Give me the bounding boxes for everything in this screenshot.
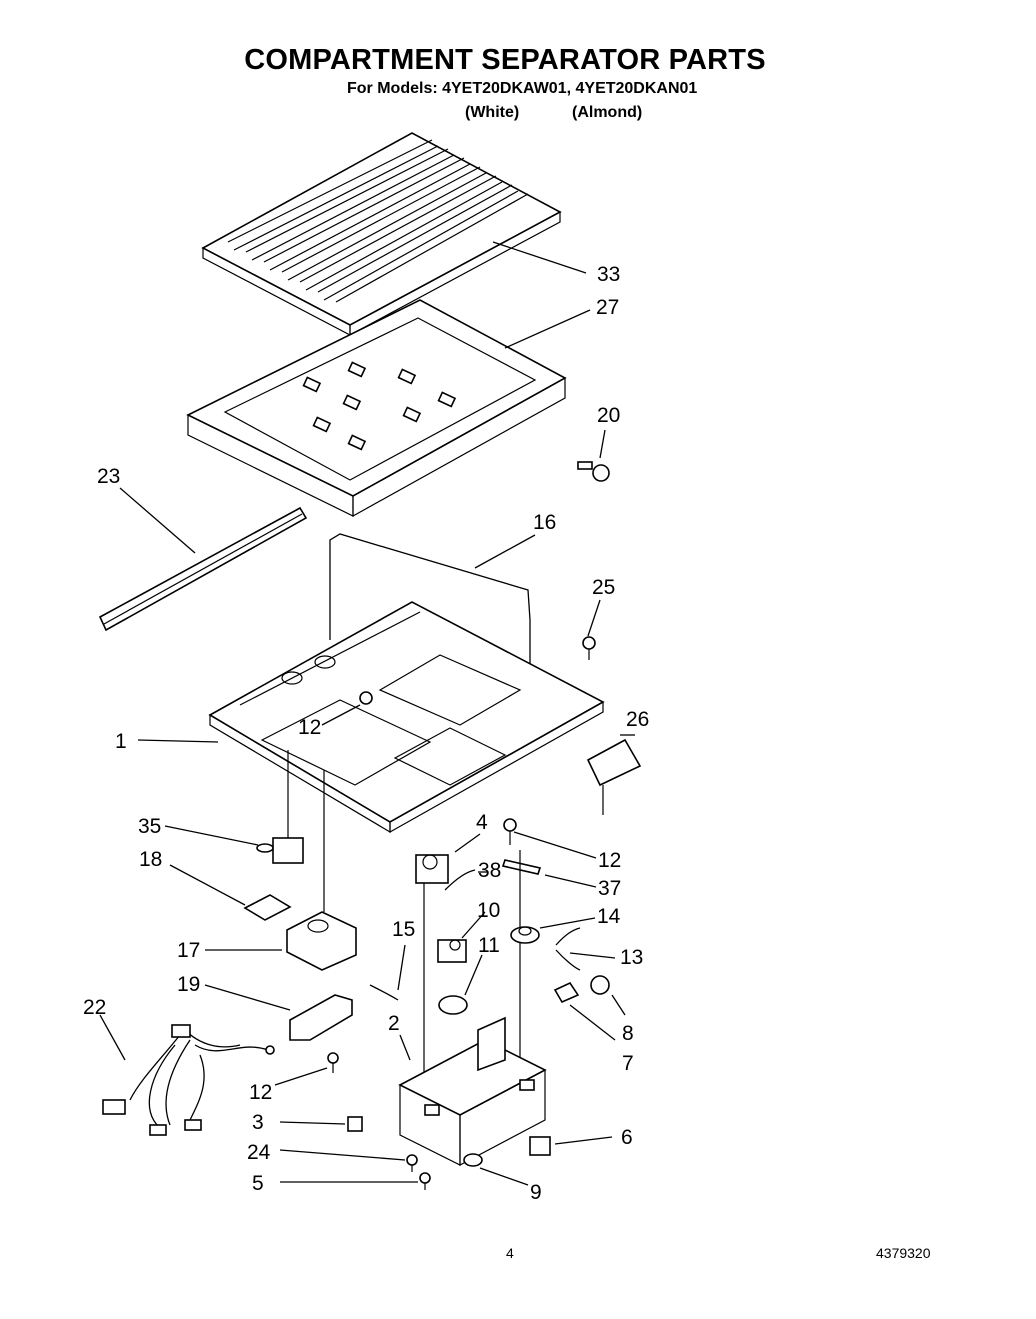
callout-37: 37	[598, 877, 621, 900]
callout-9: 9	[530, 1181, 542, 1204]
part-27-separator-frame	[186, 299, 567, 518]
part-2-bracket	[398, 1016, 547, 1166]
variant-almond: (Almond)	[572, 104, 643, 121]
part-23-strip	[98, 506, 308, 632]
part-10-thermostat	[437, 939, 467, 963]
callout-25: 25	[592, 576, 615, 599]
callout-11: 11	[478, 934, 500, 957]
part-8-bulb	[590, 975, 610, 995]
callout-38: 38	[478, 859, 501, 882]
callout-10: 10	[477, 899, 500, 922]
callout-13: 13	[620, 946, 643, 969]
callout-12-mid: 12	[598, 849, 621, 872]
models-line: For Models: 4YET20DKAW01, 4YET20DKAN01	[347, 80, 698, 97]
callout-4: 4	[476, 811, 488, 834]
part-20-clip	[577, 461, 610, 482]
part-4-housing	[415, 854, 449, 1080]
part-3-clip	[347, 1116, 363, 1132]
callout-17: 17	[177, 939, 200, 962]
callout-35: 35	[138, 815, 161, 838]
callout-12-lower: 12	[249, 1081, 272, 1104]
part-18-bracket	[243, 894, 292, 921]
callout-23: 23	[97, 465, 120, 488]
page-title: COMPARTMENT SEPARATOR PARTS	[244, 44, 766, 76]
callout-18: 18	[139, 848, 162, 871]
document-number: 4379320	[876, 1245, 931, 1261]
callout-5: 5	[252, 1172, 264, 1195]
part-35-connector	[256, 750, 304, 864]
callout-7: 7	[622, 1052, 634, 1075]
part-13-socket	[555, 927, 581, 971]
callout-6: 6	[621, 1126, 633, 1149]
part-22-wiring-harness	[102, 1024, 275, 1136]
part-17-housing	[286, 770, 357, 971]
part-33-grille	[201, 132, 562, 337]
callout-12-upper: 12	[298, 716, 321, 739]
part-24-screw	[406, 1154, 418, 1172]
variant-white: (White)	[465, 104, 520, 121]
callout-27: 27	[596, 296, 619, 319]
part-38-tube	[444, 869, 476, 891]
page-number: 4	[506, 1245, 514, 1261]
part-5-screw	[419, 1172, 431, 1190]
part-12-screw-mid	[503, 818, 517, 845]
part-26-pad	[586, 738, 642, 815]
callout-19: 19	[177, 973, 200, 996]
callout-1: 1	[115, 730, 127, 753]
callout-2: 2	[388, 1012, 400, 1035]
callout-26: 26	[626, 708, 649, 731]
leader-lines	[99, 241, 635, 1186]
part-1-base-panel	[208, 601, 605, 834]
part-37-strip	[501, 850, 542, 1070]
callout-22: 22	[83, 996, 106, 1019]
callout-16: 16	[533, 511, 556, 534]
part-12-screw-lower	[327, 1052, 339, 1073]
part-7-clip	[553, 981, 580, 1004]
callout-8: 8	[622, 1022, 634, 1045]
callout-33: 33	[597, 263, 620, 286]
callout-24: 24	[247, 1141, 271, 1164]
callout-20: 20	[597, 404, 620, 427]
part-15-tube	[369, 984, 399, 1001]
part-9-knob	[463, 1153, 483, 1167]
part-6-switch	[529, 1136, 551, 1156]
part-25-screw	[582, 636, 596, 660]
callout-3: 3	[252, 1111, 264, 1134]
callout-15: 15	[392, 918, 415, 941]
part-19-bracket	[289, 994, 353, 1041]
part-14-knob	[510, 926, 540, 944]
callout-14: 14	[597, 905, 621, 928]
part-11-knob	[438, 995, 468, 1015]
